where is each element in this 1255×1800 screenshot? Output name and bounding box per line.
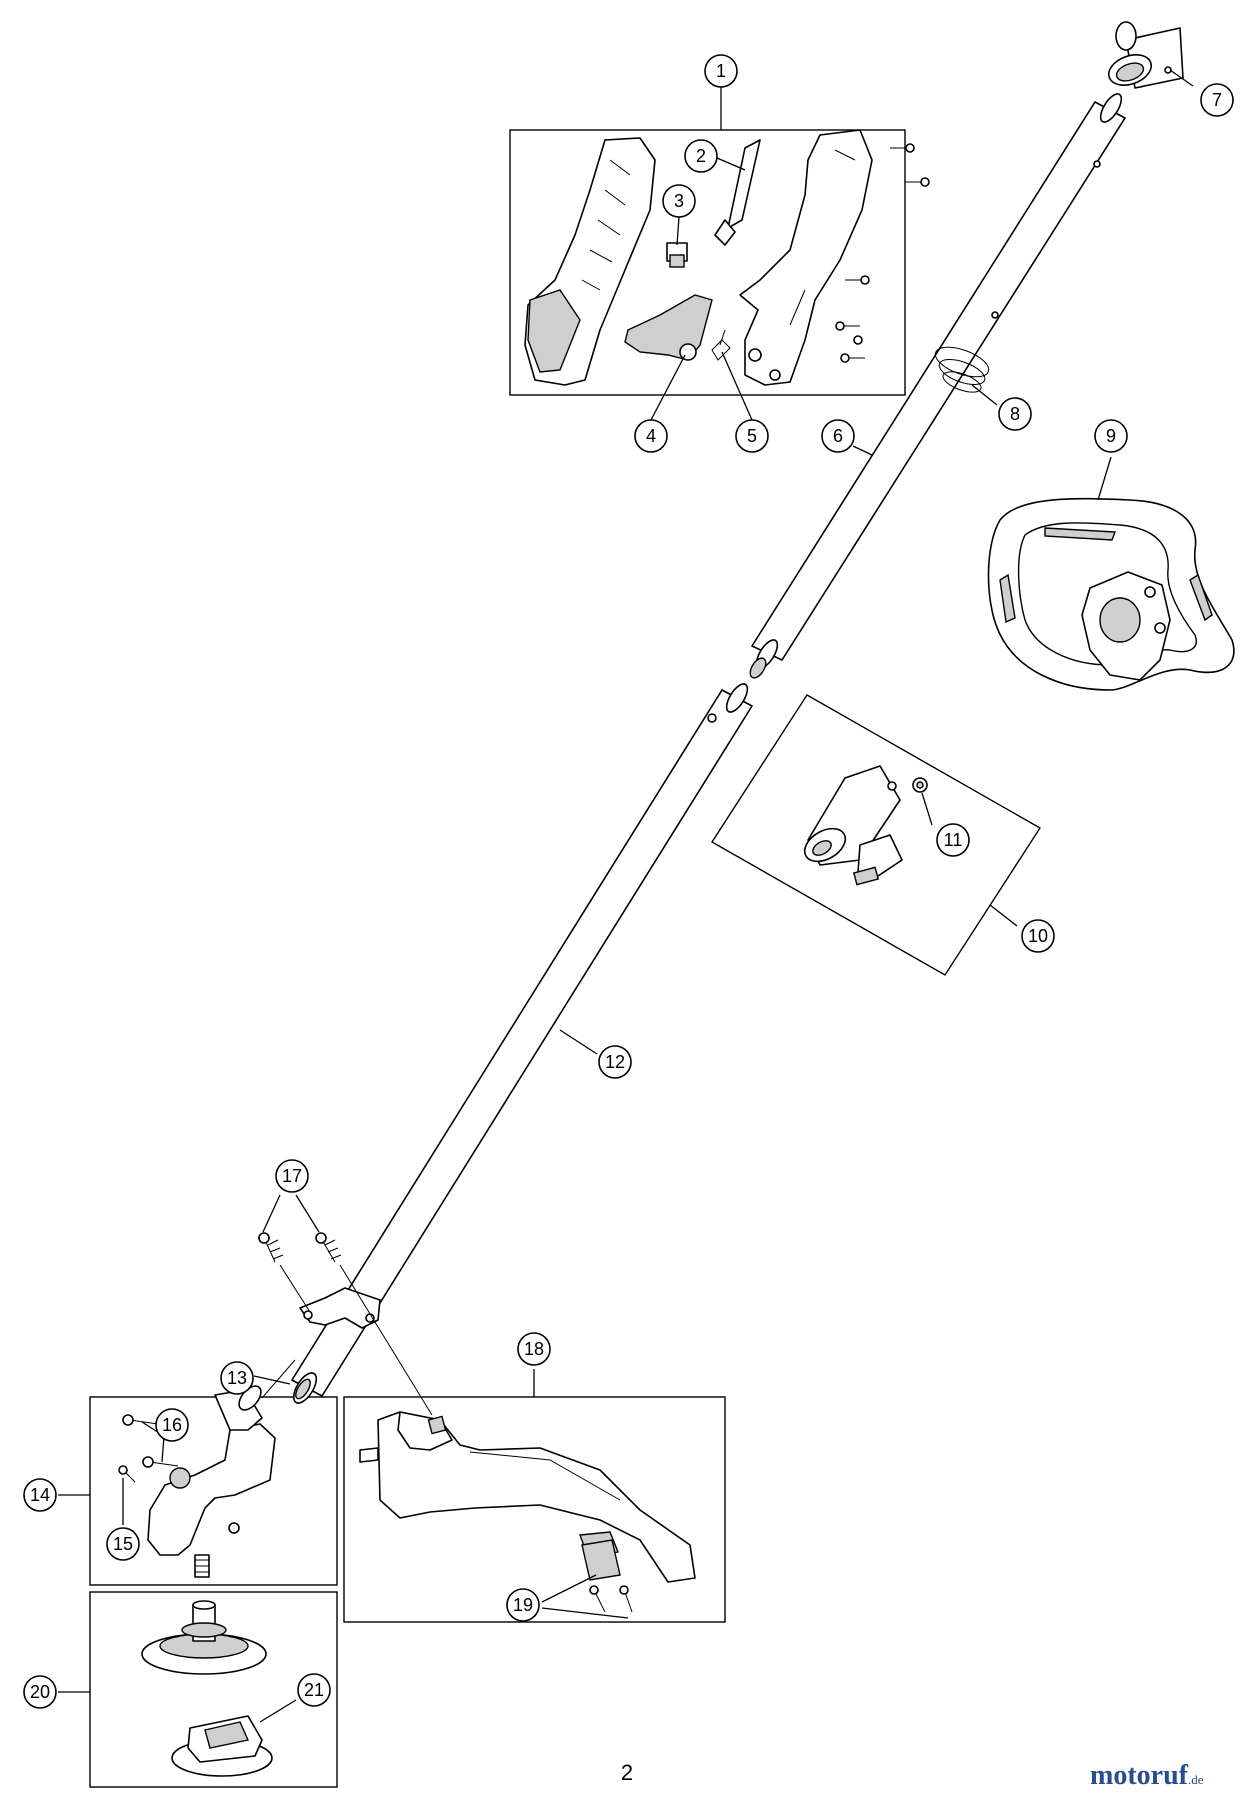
screws-handle <box>835 143 930 363</box>
hanger-ring <box>934 346 990 393</box>
callout-label: 20 <box>30 1682 50 1702</box>
watermark-brand: motoruf <box>1090 1760 1188 1791</box>
group-box-gearhead <box>89 1396 338 1586</box>
callout-9: 9 <box>1094 419 1128 453</box>
handle-housing-right <box>739 129 873 386</box>
leader-lines <box>58 69 1194 1723</box>
gear-head <box>147 1359 296 1578</box>
handle-housing-left <box>524 137 656 386</box>
group-box-handle <box>509 129 906 396</box>
top-cap <box>1107 21 1184 89</box>
callout-label: 12 <box>605 1052 625 1072</box>
callout-label: 19 <box>513 1595 533 1615</box>
gearhead-screws <box>118 1414 179 1483</box>
callout-label: 8 <box>1010 404 1020 424</box>
callout-label: 3 <box>674 191 684 211</box>
guard-blade-and-screws <box>581 1539 633 1613</box>
callout-label: 13 <box>227 1368 247 1388</box>
watermark-suffix: .de <box>1187 1772 1204 1787</box>
callout-1: 1 <box>704 54 738 88</box>
callout-label: 4 <box>646 426 656 446</box>
watermark-logo: motoruf.de <box>1090 1760 1250 1794</box>
callout-6: 6 <box>821 419 855 453</box>
group-box-clamp <box>711 694 1041 976</box>
callout-label: 14 <box>30 1485 50 1505</box>
callout-label: 10 <box>1028 926 1048 946</box>
callout-label: 16 <box>162 1415 182 1435</box>
callout-20: 20 <box>23 1675 57 1709</box>
spool-hub <box>141 1600 267 1675</box>
trigger-lockout <box>714 139 761 246</box>
spring <box>711 329 731 361</box>
callout-17: 17 <box>275 1159 309 1193</box>
callout-11: 11 <box>936 823 970 857</box>
callout-4: 4 <box>634 419 668 453</box>
bracket-screws <box>258 1232 433 1416</box>
callout-13: 13 <box>220 1361 254 1395</box>
callout-label: 9 <box>1106 426 1116 446</box>
callout-label: 1 <box>716 61 726 81</box>
callout-12: 12 <box>598 1045 632 1079</box>
switch <box>666 242 688 268</box>
callout-18: 18 <box>517 1332 551 1366</box>
callout-15: 15 <box>106 1527 140 1561</box>
callout-label: 15 <box>113 1534 133 1554</box>
callout-label: 17 <box>282 1166 302 1186</box>
callout-label: 5 <box>747 426 757 446</box>
upper-shaft <box>749 93 1126 679</box>
callout-label: 11 <box>944 830 963 850</box>
callout-label: 2 <box>696 146 706 166</box>
callout-2: 2 <box>684 139 718 173</box>
trigger <box>624 294 713 361</box>
assist-handle <box>987 497 1235 691</box>
callout-label: 6 <box>833 426 843 446</box>
callout-3: 3 <box>662 184 696 218</box>
shaft-coupler <box>803 765 903 886</box>
callout-19: 19 <box>506 1588 540 1622</box>
callout-21: 21 <box>297 1673 331 1707</box>
spool-cover <box>171 1715 273 1777</box>
clamp-nut <box>912 777 928 793</box>
group-box-trimmer-head <box>89 1591 338 1788</box>
grass-guard <box>359 1411 696 1583</box>
page-number: 2 <box>620 1760 634 1785</box>
callout-10: 10 <box>1021 919 1055 953</box>
callout-label: 18 <box>524 1339 544 1359</box>
callout-14: 14 <box>23 1478 57 1512</box>
callout-5: 5 <box>735 419 769 453</box>
callout-8: 8 <box>998 397 1032 431</box>
lower-shaft <box>291 683 753 1404</box>
callout-16: 16 <box>155 1408 189 1442</box>
callout-label: 21 <box>304 1680 324 1700</box>
callout-7: 7 <box>1200 83 1234 117</box>
callout-label: 7 <box>1212 90 1222 110</box>
